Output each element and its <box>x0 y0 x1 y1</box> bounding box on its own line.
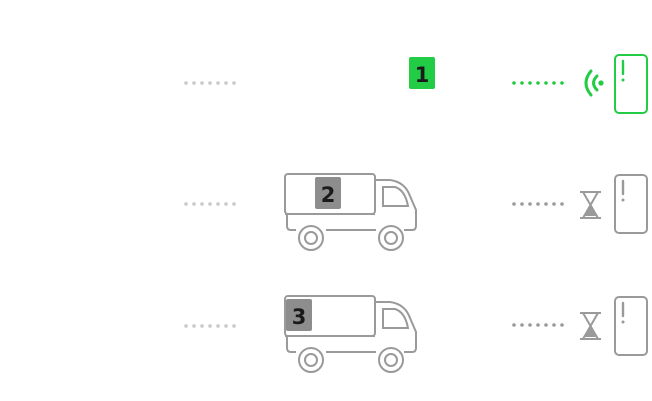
row-3: 3 <box>184 295 648 373</box>
message-badge: 1 <box>409 57 435 89</box>
row-1: 1 <box>184 54 648 114</box>
badge-number: 1 <box>415 63 430 87</box>
right-dotted-line <box>512 202 564 206</box>
badge-number: 2 <box>321 183 336 207</box>
left-dotted-line <box>184 324 236 328</box>
truck-icon <box>284 173 417 251</box>
message-badge: 3 <box>286 299 312 331</box>
truck-icon <box>284 295 417 373</box>
row-2: 2 <box>184 173 648 251</box>
wifi-signal-icon <box>584 69 604 97</box>
message-badge: 2 <box>315 177 341 209</box>
phone-alert-icon <box>614 296 648 356</box>
right-dotted-line <box>512 81 564 85</box>
left-dotted-line <box>184 202 236 206</box>
hourglass-icon <box>580 312 601 340</box>
phone-alert-icon <box>614 174 648 234</box>
badge-number: 3 <box>292 305 307 329</box>
hourglass-icon <box>580 191 601 219</box>
right-dotted-line <box>512 323 564 327</box>
phone-alert-icon <box>614 54 648 114</box>
left-dotted-line <box>184 81 236 85</box>
